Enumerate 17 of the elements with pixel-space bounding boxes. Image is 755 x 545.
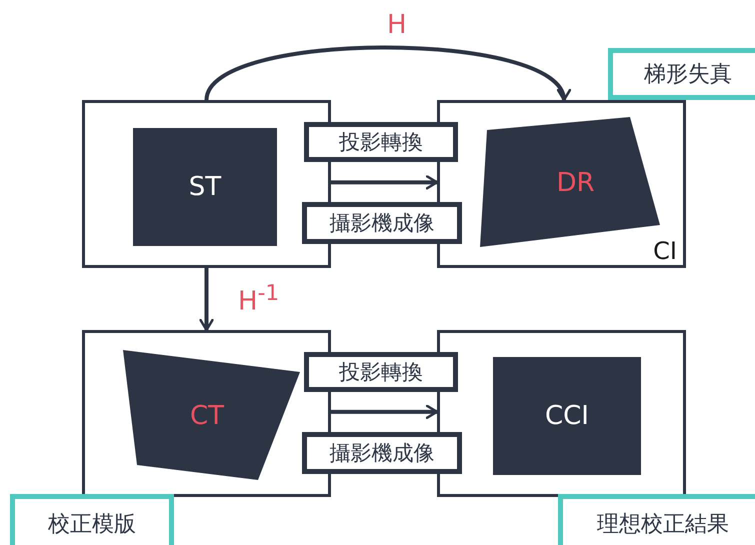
image-frame (82, 330, 331, 497)
arrow (199, 268, 214, 332)
trapezoid-shape: CT (123, 350, 301, 481)
image-block: ST (133, 128, 277, 246)
image-frame (437, 330, 686, 497)
image-frame (437, 100, 686, 268)
arrow (331, 404, 438, 420)
process-label-box: 投影轉換 (304, 122, 458, 162)
image-frame (82, 100, 331, 268)
process-label-box: 攝影機成像 (302, 432, 462, 474)
caption-box: 梯形失真 (608, 48, 755, 100)
process-label-box: 投影轉換 (304, 352, 458, 392)
caption-box: 校正模版 (10, 494, 174, 545)
caption-box: 理想校正結果 (558, 494, 755, 545)
arrow (331, 175, 438, 190)
image-block: CCI (493, 357, 641, 475)
process-label-box: 攝影機成像 (302, 202, 462, 244)
